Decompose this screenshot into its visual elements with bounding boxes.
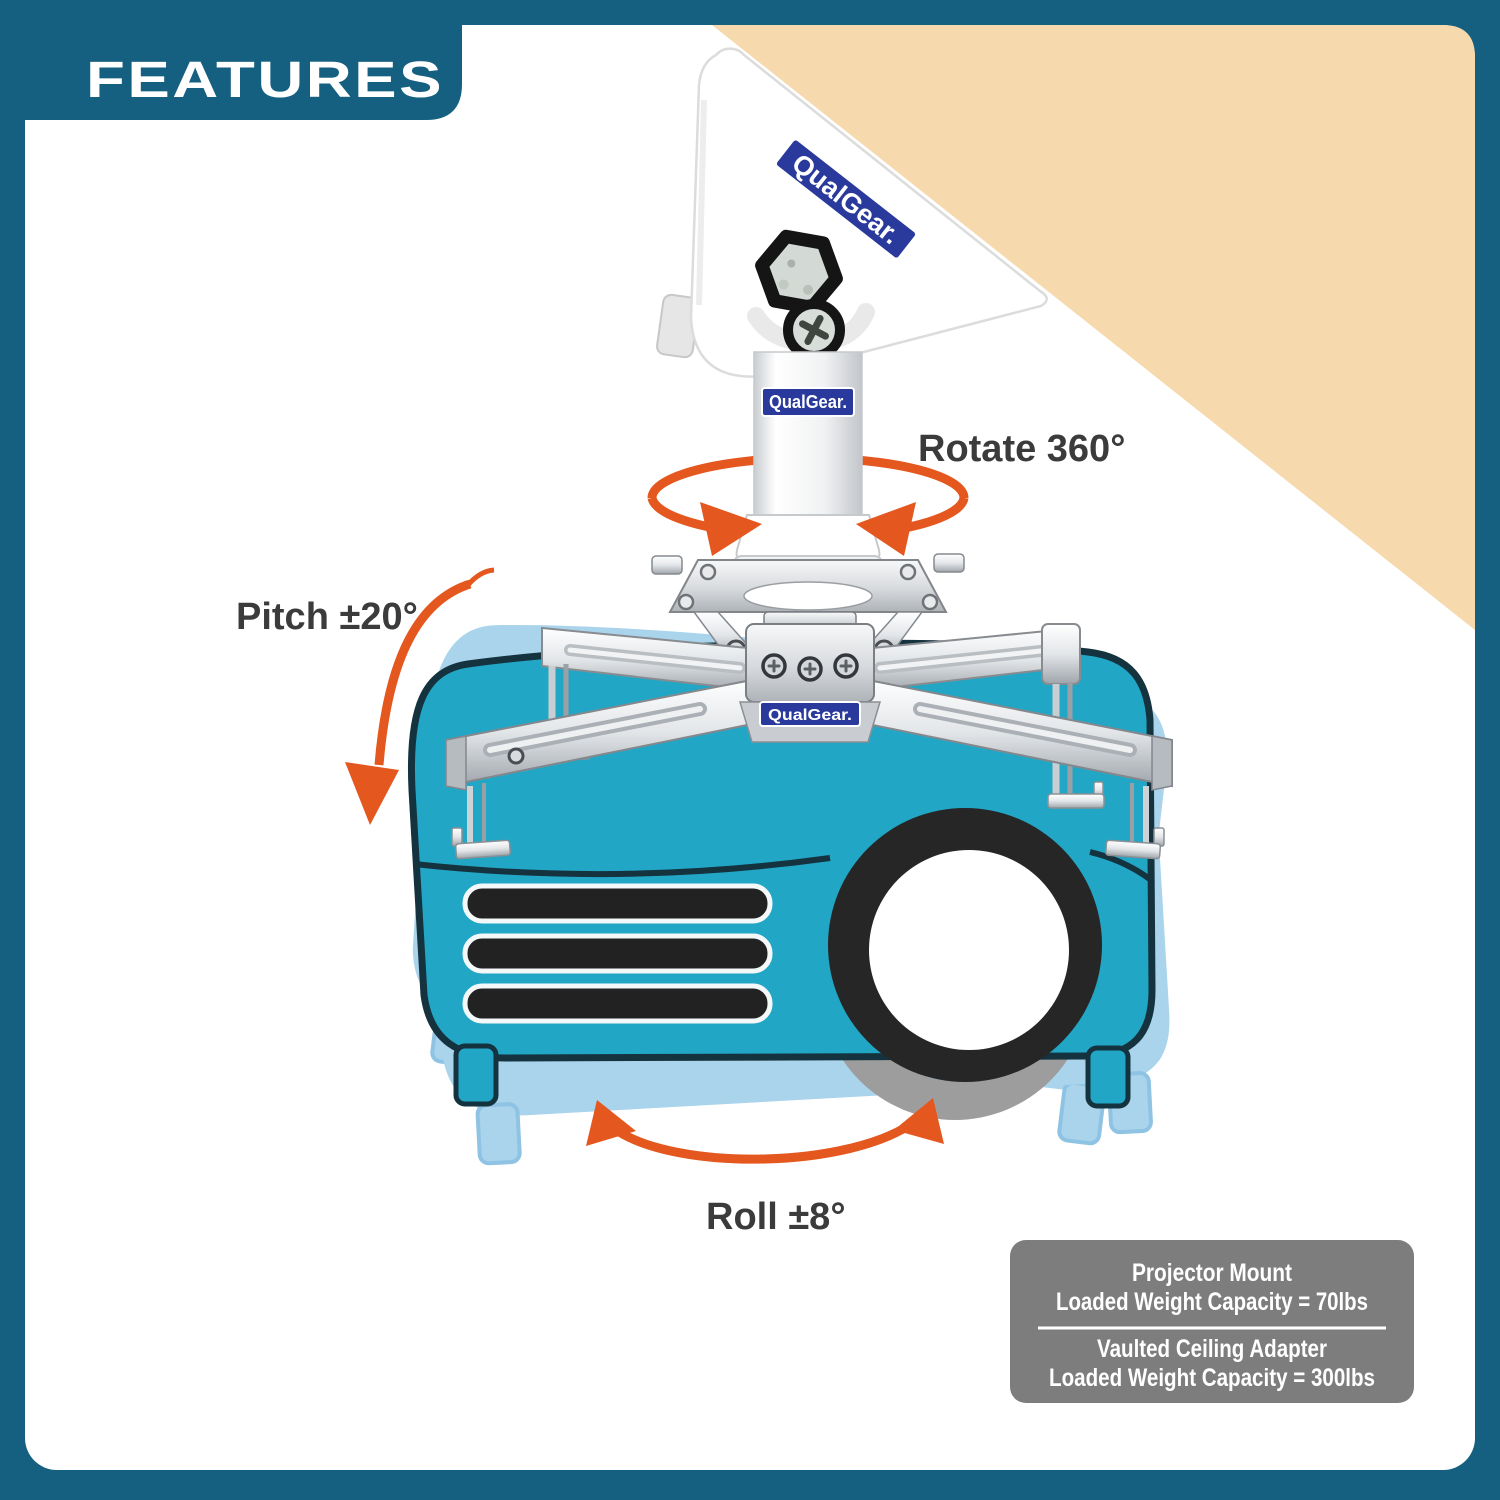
projector-face-crease-right bbox=[1089, 849, 1153, 883]
vent-slot bbox=[462, 933, 773, 974]
page-title: FEATURES bbox=[86, 51, 444, 108]
vent-slot bbox=[462, 983, 773, 1024]
mount-latch-right bbox=[933, 553, 965, 573]
pitch-arrow-arc bbox=[374, 579, 472, 766]
rotate-arrowhead-left-icon bbox=[700, 502, 762, 556]
spec-box-panel bbox=[1010, 1240, 1414, 1403]
pole-column bbox=[753, 351, 863, 533]
rotate-arrow bbox=[647, 496, 969, 556]
mount-arm-front-right bbox=[857, 676, 1173, 860]
features-banner bbox=[0, 0, 462, 120]
projector-face-crease-left bbox=[413, 855, 831, 878]
roll-arrowhead-left-icon bbox=[586, 1100, 636, 1146]
rotate-arrowhead-right-icon bbox=[856, 502, 916, 556]
spec-line-mount-capacity: Loaded Weight Capacity = 70lbs bbox=[1056, 1288, 1368, 1316]
corner-accent-triangle bbox=[712, 25, 1475, 630]
mount-plate-opening bbox=[743, 581, 873, 611]
vent-grille bbox=[462, 883, 773, 1024]
mount-arm-front-left bbox=[445, 676, 763, 860]
spec-line-adapter-capacity: Loaded Weight Capacity = 300lbs bbox=[1049, 1364, 1375, 1392]
spec-line-adapter-title: Vaulted Ceiling Adapter bbox=[1097, 1335, 1327, 1363]
vent-slot bbox=[462, 883, 773, 924]
qualgear-badge-bg bbox=[761, 387, 855, 417]
mount-pole: QualGear. bbox=[732, 351, 884, 577]
qualgear-badge-pole: QualGear. bbox=[761, 387, 855, 417]
roll-arrow-arc bbox=[613, 1118, 917, 1164]
projector-foot-left bbox=[453, 1043, 499, 1107]
projector-foot-right bbox=[1085, 1045, 1131, 1109]
qualgear-badge-text: QualGear. bbox=[768, 707, 852, 724]
spec-line-mount-title: Projector Mount bbox=[1132, 1259, 1293, 1287]
mount-plate-screws bbox=[677, 563, 939, 611]
mount-latch-left bbox=[651, 555, 683, 575]
hex-bolt-icon bbox=[755, 229, 843, 315]
qualgear-badge-mount: QualGear. bbox=[759, 701, 861, 727]
lens-glass bbox=[869, 850, 1069, 1050]
mount-center-bolts bbox=[761, 653, 859, 682]
pitch-annotation: Pitch ±20° bbox=[236, 596, 418, 638]
qualgear-badge-bg bbox=[774, 137, 918, 261]
pitch-arrowhead-icon bbox=[345, 762, 399, 825]
roll-arrowhead-right-icon bbox=[894, 1098, 944, 1144]
roll-arrow bbox=[586, 1098, 944, 1164]
spec-box: Projector Mount Loaded Weight Capacity =… bbox=[1010, 1240, 1414, 1403]
rotate-annotation: Rotate 360° bbox=[918, 428, 1125, 470]
adapter-plate-shadow-edge bbox=[696, 99, 707, 306]
projector-mount-assembly: QualGear. bbox=[445, 553, 1173, 860]
pitch-arrow bbox=[345, 567, 495, 825]
pivot-screw-icon bbox=[783, 299, 845, 361]
roll-annotation: Roll ±8° bbox=[706, 1196, 846, 1238]
pitch-arrow-tail bbox=[466, 567, 495, 587]
qualgear-badge-bg bbox=[759, 701, 861, 727]
qualgear-badge-text: QualGear. bbox=[769, 392, 847, 412]
